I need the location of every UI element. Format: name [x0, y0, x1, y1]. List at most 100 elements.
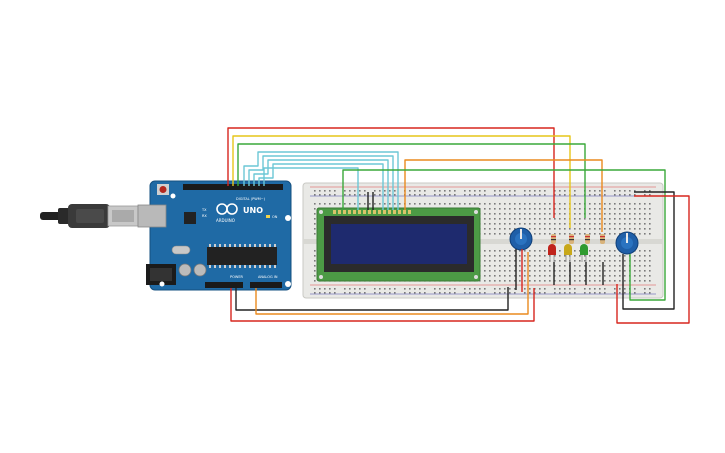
chip-pin	[239, 244, 241, 247]
breadboard-hole	[649, 280, 651, 282]
led-red[interactable]	[548, 244, 556, 262]
breadboard-hole	[539, 275, 541, 277]
breadboard-hole	[634, 280, 636, 282]
breadboard-hole	[619, 255, 621, 257]
chip-pin	[259, 265, 261, 268]
breadboard-hole	[644, 190, 646, 192]
breadboard-hole	[574, 203, 576, 205]
breadboard-hole	[589, 218, 591, 220]
breadboard-hole	[644, 275, 646, 277]
breadboard-hole	[534, 255, 536, 257]
breadboard-hole	[549, 223, 551, 225]
breadboard-hole	[514, 218, 516, 220]
breadboard-hole	[434, 292, 436, 294]
breadboard-hole	[439, 292, 441, 294]
breadboard-hole	[494, 233, 496, 235]
breadboard-hole	[329, 194, 331, 196]
breadboard-hole	[604, 190, 606, 192]
lcd-pin	[408, 210, 411, 214]
breadboard-hole	[314, 288, 316, 290]
breadboard-hole	[529, 218, 531, 220]
breadboard-hole	[489, 223, 491, 225]
resistor-3[interactable]	[585, 234, 590, 244]
chip-pin	[254, 265, 256, 268]
breadboard-hole	[644, 194, 646, 196]
breadboard-hole	[579, 275, 581, 277]
breadboard-hole	[529, 223, 531, 225]
breadboard-hole	[484, 270, 486, 272]
breadboard-hole	[499, 255, 501, 257]
breadboard-hole	[384, 288, 386, 290]
breadboard-hole	[374, 194, 376, 196]
breadboard-hole	[649, 255, 651, 257]
crystal	[171, 245, 191, 255]
breadboard-hole	[594, 292, 596, 294]
breadboard-hole	[539, 233, 541, 235]
resistor-4[interactable]	[600, 234, 605, 244]
breadboard-hole	[504, 218, 506, 220]
breadboard-hole	[389, 288, 391, 290]
breadboard-hole	[529, 255, 531, 257]
breadboard-hole	[474, 203, 476, 205]
breadboard-hole	[349, 292, 351, 294]
usb-port	[137, 204, 167, 228]
breadboard-hole	[484, 213, 486, 215]
rx-label: RX	[202, 214, 207, 218]
wires[interactable]	[227, 127, 690, 324]
breadboard-hole	[499, 203, 501, 205]
breadboard-hole	[314, 280, 316, 282]
lcd-pin	[373, 210, 376, 214]
breadboard-hole	[549, 213, 551, 215]
breadboard-hole	[549, 270, 551, 272]
chip-pin	[244, 244, 246, 247]
breadboard-hole	[564, 218, 566, 220]
breadboard-hole	[519, 218, 521, 220]
breadboard-hole	[384, 203, 386, 205]
breadboard-hole	[574, 288, 576, 290]
arduino-uno-board[interactable]: UNO ARDUINO DIGITAL (PWM~) POWER ANALOG …	[40, 180, 292, 291]
breadboard-hole	[574, 228, 576, 230]
resistor-2[interactable]	[569, 234, 574, 244]
breadboard-hole	[479, 203, 481, 205]
breadboard-hole	[499, 194, 501, 196]
breadboard-hole	[349, 194, 351, 196]
breadboard-hole	[589, 190, 591, 192]
breadboard-hole	[514, 265, 516, 267]
breadboard-hole	[354, 190, 356, 192]
led-yellow[interactable]	[564, 244, 572, 262]
breadboard-hole	[509, 203, 511, 205]
breadboard-hole	[414, 203, 416, 205]
breadboard-hole	[629, 203, 631, 205]
breadboard-hole	[589, 260, 591, 262]
potentiometer-input[interactable]	[615, 231, 639, 255]
breadboard-hole	[404, 292, 406, 294]
breadboard-hole	[599, 223, 601, 225]
breadboard-hole	[614, 250, 616, 252]
breadboard-hole	[564, 288, 566, 290]
breadboard-hole	[509, 233, 511, 235]
chip-pin	[214, 265, 216, 268]
breadboard-hole	[554, 194, 556, 196]
breadboard-hole	[649, 288, 651, 290]
wire-black-right	[622, 191, 675, 310]
resistor-1[interactable]	[551, 234, 556, 244]
breadboard-hole	[649, 190, 651, 192]
breadboard-hole	[544, 208, 546, 210]
breadboard-hole	[609, 218, 611, 220]
breadboard-hole	[604, 292, 606, 294]
potentiometer-contrast[interactable]	[509, 227, 533, 251]
breadboard-hole	[519, 265, 521, 267]
led-green[interactable]	[580, 244, 588, 262]
breadboard-hole	[554, 280, 556, 282]
breadboard-hole	[614, 280, 616, 282]
breadboard-hole	[604, 213, 606, 215]
breadboard-hole	[554, 190, 556, 192]
lcd-16x2-module[interactable]	[316, 207, 481, 282]
chip-pin	[219, 265, 221, 268]
breadboard-hole	[559, 223, 561, 225]
reset-button-icon[interactable]	[157, 184, 169, 195]
breadboard-hole	[499, 265, 501, 267]
chip-pin	[214, 244, 216, 247]
breadboard-hole	[359, 194, 361, 196]
